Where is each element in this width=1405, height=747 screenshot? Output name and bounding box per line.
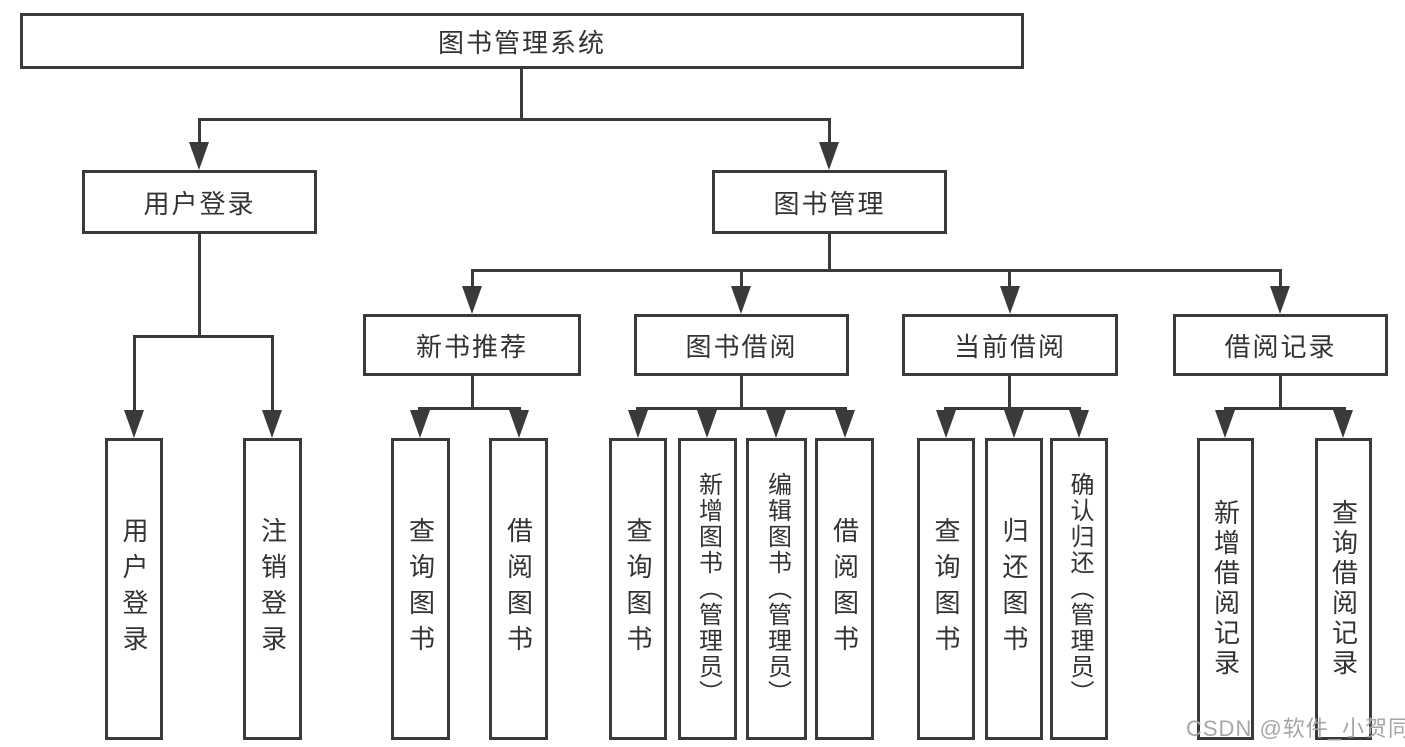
leaf-return-books: 归还图书: [985, 438, 1043, 740]
leaf-label: 查询图书: [931, 517, 961, 661]
arrowhead-icon: [189, 142, 209, 170]
connector-line: [418, 407, 521, 410]
leaf-label: 借阅图书: [829, 517, 860, 661]
leaf-label: 归还图书: [999, 517, 1029, 661]
connector-line: [944, 407, 1081, 410]
leaf-label: 新增借阅记录: [1210, 499, 1241, 679]
arrowhead-icon: [509, 410, 529, 438]
leaf-query-books-current: 查询图书: [917, 438, 975, 740]
leaf-label: 注销登录: [257, 517, 288, 661]
node-label: 借阅记录: [1224, 331, 1337, 362]
connector-line: [471, 269, 474, 288]
arrowhead-icon: [1215, 410, 1235, 438]
connector-line: [636, 407, 847, 410]
arrowhead-icon: [410, 410, 430, 438]
connector-line: [1279, 269, 1282, 288]
leaf-borrow-books-recommend: 借阅图书: [489, 438, 548, 740]
arrowhead-icon: [936, 410, 956, 438]
node-label: 新书推荐: [415, 331, 528, 362]
connector-line: [1279, 376, 1282, 410]
arrowhead-icon: [731, 286, 751, 314]
leaf-query-books-recommend: 查询图书: [391, 438, 450, 740]
arrowhead-icon: [262, 410, 282, 438]
csdn-watermark: CSDN @软件_小贺同学: [1186, 716, 1405, 741]
leaf-label: 确认归还（管理员）: [1066, 472, 1093, 706]
arrowhead-icon: [462, 286, 482, 314]
node-user-login: 用户登录: [82, 170, 317, 234]
node-label: 图书管理: [773, 188, 886, 219]
connector-line: [133, 335, 274, 338]
node-library-management-system: 图书管理系统: [20, 13, 1024, 69]
leaf-label: 借阅图书: [503, 517, 534, 661]
leaf-edit-books-admin: 编辑图书（管理员）: [746, 438, 807, 740]
connector-line: [471, 376, 474, 410]
connector-line: [1008, 376, 1011, 410]
node-borrowing-records: 借阅记录: [1173, 314, 1388, 376]
arrowhead-icon: [1333, 410, 1353, 438]
leaf-label: 查询图书: [405, 517, 436, 661]
node-label: 用户登录: [143, 188, 256, 219]
node-current-borrowing: 当前借阅: [902, 314, 1118, 376]
connector-line: [828, 118, 831, 144]
leaf-label: 新增图书（管理员）: [694, 472, 722, 706]
leaf-query-borrow-record: 查询借阅记录: [1315, 438, 1372, 740]
connector-line: [198, 118, 201, 144]
connector-line: [133, 335, 136, 410]
node-label: 图书借阅: [685, 331, 798, 362]
leaf-user-login: 用户登录: [105, 438, 163, 740]
node-label: 当前借阅: [953, 331, 1066, 362]
leaf-add-books-admin: 新增图书（管理员）: [678, 438, 737, 740]
arrowhead-icon: [835, 410, 855, 438]
node-label: 图书管理系统: [437, 27, 606, 58]
arrowhead-icon: [819, 142, 839, 170]
arrowhead-icon: [1000, 286, 1020, 314]
node-book-borrowing: 图书借阅: [634, 314, 849, 376]
leaf-query-books-borrow: 查询图书: [609, 438, 667, 740]
arrowhead-icon: [1004, 410, 1024, 438]
connector-line: [271, 335, 274, 410]
leaf-add-borrow-record: 新增借阅记录: [1197, 438, 1254, 740]
arrowhead-icon: [1069, 410, 1089, 438]
connector-line: [198, 118, 831, 121]
connector-line: [828, 234, 831, 272]
leaf-label: 用户登录: [119, 517, 149, 661]
leaf-borrow-books: 借阅图书: [815, 438, 874, 740]
node-book-management: 图书管理: [712, 170, 947, 234]
leaf-confirm-return-admin: 确认归还（管理员）: [1050, 438, 1108, 740]
leaf-label: 编辑图书（管理员）: [763, 472, 791, 706]
connector-line: [1224, 407, 1346, 410]
connector-line: [198, 234, 201, 337]
arrowhead-icon: [766, 410, 786, 438]
connector-line: [1008, 269, 1011, 288]
arrowhead-icon: [628, 410, 648, 438]
arrowhead-icon: [124, 410, 144, 438]
leaf-label: 查询借阅记录: [1328, 499, 1359, 679]
connector-line: [740, 269, 743, 288]
node-new-book-recommendation: 新书推荐: [363, 314, 581, 376]
connector-line: [740, 376, 743, 410]
arrowhead-icon: [1270, 286, 1290, 314]
arrowhead-icon: [697, 410, 717, 438]
leaf-label: 查询图书: [623, 517, 653, 661]
connector-line: [471, 269, 1282, 272]
leaf-logout: 注销登录: [243, 438, 302, 740]
connector-line: [520, 69, 523, 120]
